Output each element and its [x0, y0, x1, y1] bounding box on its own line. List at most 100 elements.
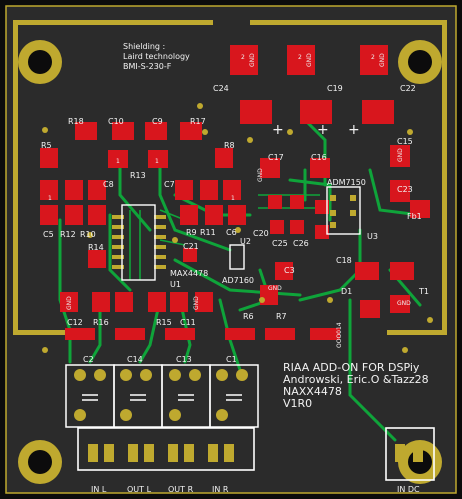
pad-gnd-label-c3: GND — [268, 285, 282, 292]
capacitor-symbols — [82, 394, 242, 401]
label-u3: U3 — [367, 232, 378, 241]
dc-connector-outline — [385, 427, 435, 481]
shield-frame-top-right — [250, 20, 447, 25]
pad-one-label-c10: 1 — [116, 158, 120, 165]
label-c12: C12 — [67, 318, 83, 327]
label-c8: C8 — [103, 180, 114, 189]
shielding-line-1: Shielding : — [123, 42, 166, 51]
shield-frame-bottom — [13, 330, 73, 335]
label-c10: C10 — [108, 117, 124, 126]
dc-pad-2 — [413, 444, 423, 462]
label-c20: C20 — [253, 229, 269, 238]
label-r14: R14 — [88, 243, 104, 252]
label-max4478: MAX4478 — [170, 269, 209, 278]
label-r6: R6 — [243, 312, 254, 321]
shield-frame-bottom-right — [387, 330, 447, 335]
footprint-label: OOO014 — [336, 322, 343, 348]
connector-label-in-r: IN R — [212, 485, 229, 494]
mounting-hole-top-left — [18, 40, 62, 84]
label-r18: R18 — [68, 117, 84, 126]
title-line-3: NAXX4478 — [283, 385, 342, 398]
label-r16: R16 — [93, 318, 109, 327]
label-t1: T1 — [419, 287, 429, 296]
label-adm7150-right: ADM7150 — [327, 178, 366, 187]
label-r7: R7 — [276, 312, 287, 321]
label-c11: C11 — [180, 318, 196, 327]
connector-label-in-dc: IN DC — [397, 485, 420, 494]
ic-u3-outline — [326, 186, 361, 235]
label-r10: R10 — [80, 230, 96, 239]
pad-gnd-label-d1: GND — [397, 300, 411, 307]
pad-gnd-label-c22: GND — [379, 53, 386, 67]
label-fb1: Fb1 — [407, 212, 422, 221]
label-c26: C26 — [293, 239, 309, 248]
label-c7: C7 — [164, 180, 175, 189]
pads — [40, 45, 430, 340]
ic-u2-outline — [229, 244, 245, 270]
title-block: RIAA ADD-ON FOR DSPiy Androwski, Eric.O … — [283, 362, 429, 410]
mounting-hole-bottom-left — [18, 440, 62, 484]
label-d1: D1 — [341, 287, 353, 296]
label-c16: C16 — [311, 153, 327, 162]
label-c1: C1 — [226, 355, 237, 364]
label-c18: C18 — [336, 256, 352, 265]
pad-gnd-label-c11: GND — [193, 296, 200, 310]
title-line-4: V1R0 — [283, 397, 313, 410]
audio-connector-pads — [88, 444, 234, 462]
ic-u1-outline — [121, 204, 156, 281]
label-r5: R5 — [41, 141, 52, 150]
label-r8: R8 — [224, 141, 235, 150]
label-c13: C13 — [176, 355, 192, 364]
shielding-note: Shielding : Laird technology BMI-S-230-F — [123, 42, 190, 72]
plus-marking-2: + — [317, 122, 329, 138]
label-r15: R15 — [156, 318, 172, 327]
label-r17: R17 — [190, 117, 206, 126]
label-c17: C17 — [268, 153, 284, 162]
ic-u1-pads — [112, 215, 166, 269]
label-c22: C22 — [400, 84, 416, 93]
label-c5: C5 — [43, 230, 54, 239]
shielding-line-2: Laird technology — [123, 52, 190, 61]
connector-label-out-r: OUT R — [168, 485, 194, 494]
pad-gnd-label-c15: GND — [397, 148, 404, 162]
pad-one-label-c8: 1 — [48, 195, 52, 202]
pad-two-label-c24: 2 — [241, 54, 245, 61]
label-c15: C15 — [397, 137, 413, 146]
connector-label-in-l: IN L — [91, 485, 107, 494]
pad-gnd-label-c24: GND — [249, 53, 256, 67]
plus-marking-1: + — [272, 122, 284, 138]
mounting-hole-top-right — [398, 40, 442, 84]
label-c6: C6 — [226, 228, 237, 237]
pad-gnd-label-c12: GND — [66, 296, 73, 310]
shielding-line-3: BMI-S-230-F — [123, 62, 172, 71]
label-c24: C24 — [213, 84, 229, 93]
shield-frame-top-left — [13, 20, 213, 25]
title-line-2: Androwski, Eric.O &Tazz28 — [283, 373, 429, 386]
label-u1: U1 — [170, 280, 181, 289]
label-c25: C25 — [272, 239, 288, 248]
plus-marking-3: + — [348, 122, 360, 138]
output-capacitor-boxes — [65, 364, 259, 428]
connector-label-out-l: OUT L — [127, 485, 152, 494]
title-line-1: RIAA ADD-ON FOR DSPiy — [283, 361, 420, 374]
label-c19: C19 — [327, 84, 343, 93]
audio-connector-outline — [77, 427, 255, 471]
pad-one-label-c9: 1 — [155, 158, 159, 165]
label-r12: R12 — [60, 230, 76, 239]
label-c9: C9 — [152, 117, 163, 126]
label-r13: R13 — [130, 171, 146, 180]
shield-frame-right — [442, 20, 447, 335]
pad-gnd-label-c19: GND — [306, 53, 313, 67]
shield-frame-left — [13, 20, 18, 335]
dc-pad-1 — [395, 444, 405, 462]
label-ad7160: AD7160 — [222, 276, 254, 285]
pad-two-label-c22: 2 — [371, 54, 375, 61]
capacitor-pads — [74, 369, 248, 421]
label-u2: U2 — [240, 237, 251, 246]
label-r9: R9 — [186, 228, 197, 237]
pad-gnd-label-c17: GND — [257, 168, 264, 182]
label-c21: C21 — [183, 242, 199, 251]
ic-u3-pads — [330, 195, 356, 228]
label-c23: C23 — [397, 185, 413, 194]
